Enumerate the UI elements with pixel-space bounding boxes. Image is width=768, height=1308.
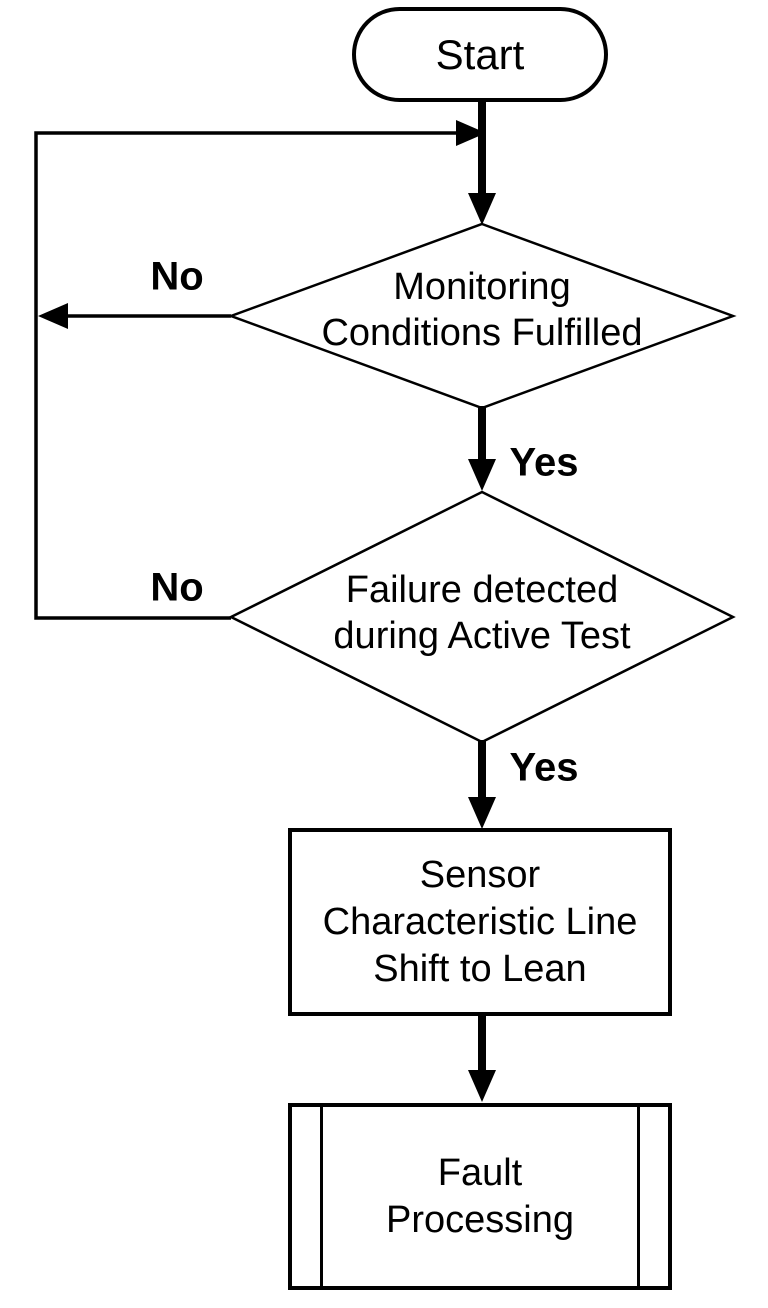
predefined-process-right-bar [637, 1107, 640, 1286]
start-label: Start [435, 30, 525, 78]
failure-yes-label: Yes [509, 745, 579, 790]
monitoring-no-label: No [150, 254, 204, 299]
decision-monitoring-line2: Conditions Fulfilled [321, 312, 643, 354]
process-sensor-line3: Shift to Lean [373, 947, 587, 990]
decision-monitoring-line1: Monitoring [393, 266, 571, 308]
process-sensor-line2: Characteristic Line [322, 900, 638, 943]
arrowhead-feedback-into-main [456, 120, 486, 146]
decision-failure-text: Failure detected during Active Test [232, 567, 732, 659]
arrowhead-monitoring-no-into-loop [38, 303, 68, 329]
process-fault-line1: Fault [437, 1151, 523, 1194]
predefined-process-fault-node: Fault Processing [288, 1103, 672, 1290]
process-sensor-shift-node: Sensor Characteristic Line Shift to Lean [288, 828, 672, 1016]
arrowhead-into-failure [468, 459, 496, 491]
monitoring-yes-label: Yes [509, 440, 579, 485]
arrowhead-into-fault-processing [468, 1070, 496, 1102]
process-fault-line2: Processing [386, 1198, 574, 1241]
decision-failure-line1: Failure detected [345, 569, 619, 611]
decision-failure-line2: during Active Test [333, 615, 631, 657]
failure-no-label: No [150, 565, 204, 610]
feedback-loop-failure-no [34, 131, 456, 620]
arrowhead-into-sensor-shift [468, 797, 496, 829]
process-sensor-line1: Sensor [419, 853, 541, 896]
arrowhead-into-monitoring [468, 193, 496, 225]
start-node: Start [352, 7, 608, 102]
decision-monitoring-text: Monitoring Conditions Fulfilled [232, 264, 732, 356]
predefined-process-left-bar [320, 1107, 323, 1286]
